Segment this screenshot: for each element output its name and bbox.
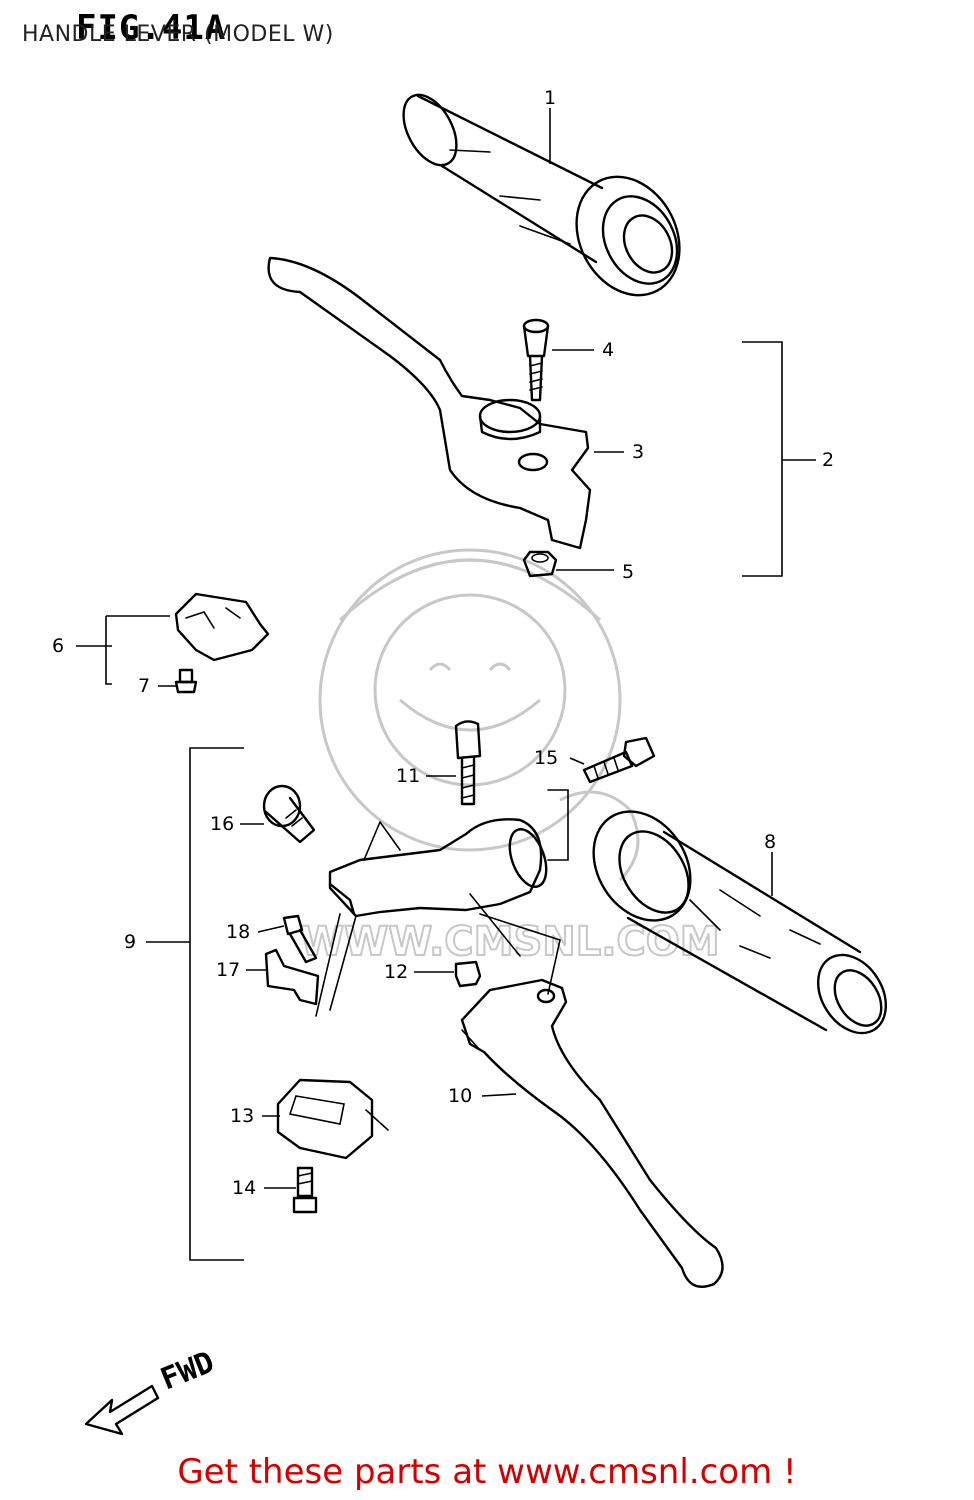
callout-17: 17 — [216, 959, 240, 981]
part-15-bolt[interactable] — [582, 736, 656, 784]
callout-11: 11 — [396, 765, 420, 787]
part-6-switch[interactable] — [174, 592, 270, 662]
callout-8: 8 — [764, 831, 776, 853]
callout-9: 9 — [124, 931, 136, 953]
part-13-switch[interactable] — [276, 1078, 389, 1160]
part-4-pivot-bolt[interactable] — [522, 318, 550, 402]
part-11-bolt[interactable] — [454, 720, 482, 806]
clutch-lever-holder[interactable] — [315, 789, 569, 1017]
callout-14: 14 — [232, 1177, 256, 1199]
watermark-logo: WWW.CMSNL.COM — [299, 548, 721, 966]
forward-arrow-icon: FWD — [84, 1345, 219, 1436]
leader-part-15 — [569, 757, 585, 765]
callout-10: 10 — [448, 1085, 472, 1107]
page-caption: HANDLE LEVER (MODEL W) — [22, 22, 334, 47]
bracket-part-6 — [105, 615, 170, 685]
callout-16: 16 — [210, 813, 234, 835]
figure-title: FIG.41A — [76, 8, 227, 48]
leader-part-10 — [481, 1093, 517, 1097]
part-18-screw[interactable] — [282, 914, 318, 964]
callout-1: 1 — [544, 87, 556, 109]
part-7-screw[interactable] — [174, 668, 198, 694]
callout-4: 4 — [602, 339, 614, 361]
part-3-brake-lever[interactable] — [267, 256, 592, 550]
leader-part-18 — [257, 925, 285, 933]
bracket-part-9 — [189, 747, 244, 1261]
callout-6: 6 — [52, 635, 64, 657]
part-17-plate[interactable] — [264, 948, 320, 1006]
callout-18: 18 — [226, 921, 250, 943]
part-12-nut[interactable] — [454, 960, 482, 988]
callout-13: 13 — [230, 1105, 254, 1127]
part-16-adjuster[interactable] — [262, 784, 316, 844]
callout-5: 5 — [622, 561, 634, 583]
part-5-nut[interactable] — [522, 550, 558, 578]
footer-link-text[interactable]: Get these parts at www.cmsnl.com ! — [177, 1452, 797, 1492]
callout-12: 12 — [384, 961, 408, 983]
callout-15: 15 — [534, 747, 558, 769]
callout-3: 3 — [632, 441, 644, 463]
bracket-part-2 — [742, 341, 783, 577]
part-10-clutch-lever[interactable] — [460, 978, 724, 1288]
part-8-left-grip[interactable] — [574, 793, 900, 1045]
callout-2: 2 — [822, 449, 834, 471]
callout-7: 7 — [138, 675, 150, 697]
part-14-screw[interactable] — [292, 1166, 318, 1214]
watermark-text: WWW.CMSNL.COM — [300, 919, 720, 965]
fwd-label: FWD — [156, 1345, 219, 1398]
part-1-throttle-grip[interactable] — [393, 86, 700, 313]
